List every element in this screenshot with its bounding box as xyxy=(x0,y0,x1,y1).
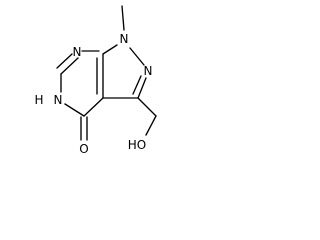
atom-label-n1: N xyxy=(120,32,129,46)
atom-label-ho: HO xyxy=(128,138,146,152)
bond-ch2-oh xyxy=(145,115,157,136)
chemical-structure-diagram: N N N H N O HO xyxy=(34,5,157,156)
bond-n5-c4 xyxy=(64,103,85,117)
bond-n1-n2 xyxy=(129,47,145,66)
atom-label-n5: N xyxy=(54,93,63,107)
bond-c6-n7-single xyxy=(60,57,79,75)
atom-label-n2: N xyxy=(144,64,153,78)
bond-c4-c3a xyxy=(83,97,104,117)
bond-c3-ch2 xyxy=(137,97,157,117)
bond-c6-n7-double xyxy=(56,53,73,69)
atom-labels: N N N H N O HO xyxy=(34,32,152,156)
bond-n2-c3-single xyxy=(137,77,147,99)
bond-lines xyxy=(56,5,157,141)
bond-n2-c3-double xyxy=(132,75,142,95)
atom-label-n7: N xyxy=(73,45,82,59)
atom-label-h5: H xyxy=(34,93,43,107)
atom-label-o-carbonyl: O xyxy=(79,142,88,156)
bond-c7a-n1 xyxy=(102,44,118,55)
bond-methyl xyxy=(121,5,125,31)
